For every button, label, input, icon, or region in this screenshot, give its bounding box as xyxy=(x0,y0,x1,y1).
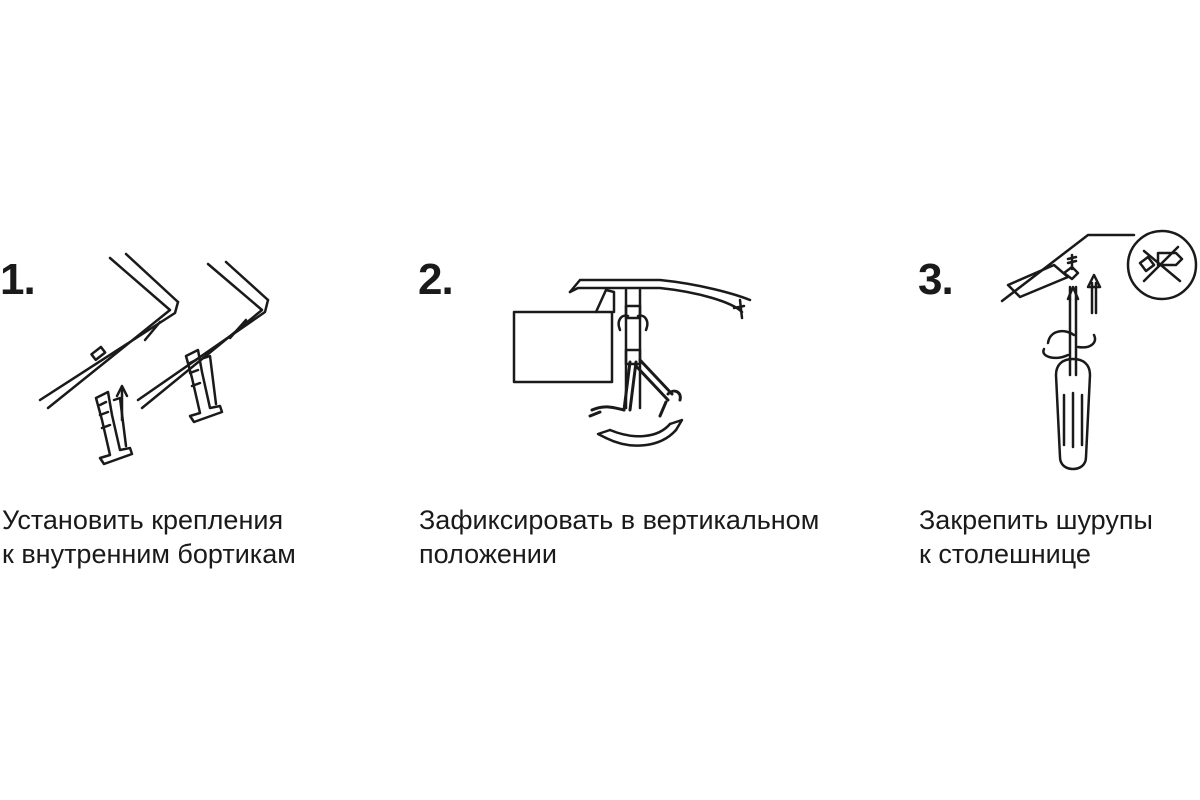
clip-leg-left xyxy=(588,360,638,418)
caption-line: к внутренним бортикам xyxy=(2,539,296,569)
step-number: 2. xyxy=(418,255,454,304)
step-3-illustration xyxy=(1000,229,1198,471)
rotation-arrow-icon xyxy=(596,418,684,447)
countertop-corner xyxy=(1000,233,1136,303)
caption-line: положении xyxy=(419,539,557,569)
countertop-block xyxy=(512,288,616,384)
caption-line: к столешнице xyxy=(919,539,1091,569)
step-caption: Установить крепления к внутренним бортик… xyxy=(2,503,296,571)
arrow-up-icon xyxy=(115,384,129,422)
step-2-illustration xyxy=(512,278,752,447)
arrow-up-icon xyxy=(1086,273,1102,315)
step-1: 1. xyxy=(0,0,390,800)
step-2: 2. xyxy=(410,0,880,800)
sink-rim-profile xyxy=(568,278,752,320)
step-number: 3. xyxy=(918,255,954,304)
caption-line: Зафиксировать в вертикальном xyxy=(419,505,820,535)
step-caption: Зафиксировать в вертикальном положении xyxy=(419,503,819,571)
sink-edge-right xyxy=(136,260,270,410)
mounting-clip-icon xyxy=(94,390,134,466)
screwdriver-icon xyxy=(1042,285,1097,471)
sink-edge-left xyxy=(38,252,180,410)
step-1-illustration xyxy=(38,252,270,466)
step-3: 3. xyxy=(910,0,1200,800)
caption-line: Закрепить шурупы xyxy=(919,505,1153,535)
mounting-clip-icon xyxy=(184,348,224,424)
no-drill-icon xyxy=(1126,229,1198,301)
clip-leg-right xyxy=(634,358,682,418)
step-caption: Закрепить шурупы к столешнице xyxy=(919,503,1153,571)
step-number: 1. xyxy=(0,255,36,304)
caption-line: Установить крепления xyxy=(2,505,284,535)
screw-icon xyxy=(1062,253,1080,281)
